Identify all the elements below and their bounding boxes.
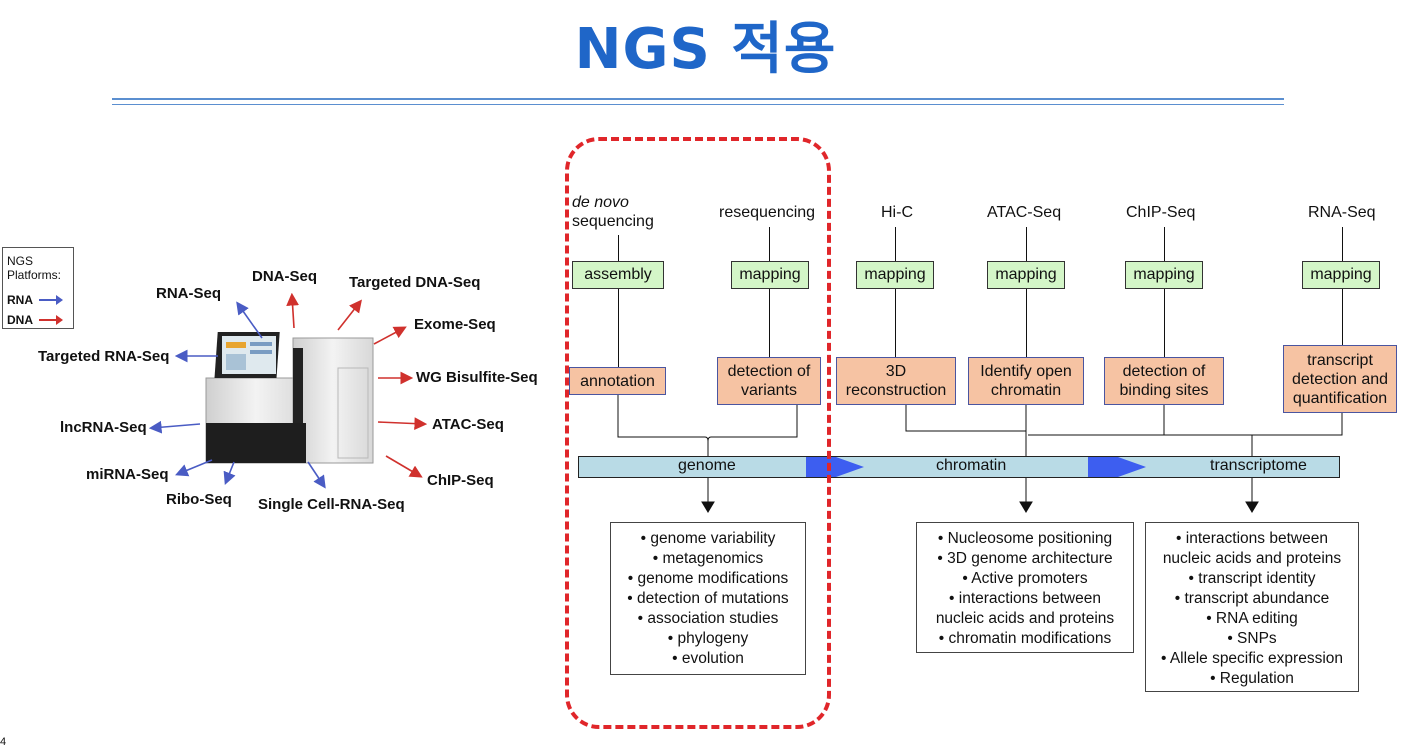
outcome-item: nucleic acids and proteins [935,610,1115,627]
genome-chromatin-transcriptome-bar [578,456,1340,478]
step-assembly: assembly [572,261,664,289]
outcome-item: • transcript abundance [1174,590,1330,607]
red-arrow-icon [39,315,63,325]
title-underline-thin [112,104,1284,105]
connector [769,227,770,261]
bar-arrow-icon [806,457,864,477]
page-number: 4 [0,736,7,748]
bar-label-genome: genome [678,457,736,474]
connector [1342,227,1343,261]
arrow-exome-seq [373,326,407,345]
arrow-targeted-dna-seq [337,299,362,331]
label-ribo-seq: Ribo-Seq [166,491,232,508]
outcome-item: • SNPs [1227,630,1277,647]
outcome-item: • Allele specific expression [1160,650,1344,667]
arrow-dna-seq [286,292,299,329]
header-resequencing: resequencing [719,204,816,221]
outcome-item: • chromatin modifications [938,630,1112,647]
header-denovo-italic: de novo [572,194,629,211]
step-mapping-hic: mapping [856,261,934,289]
arrow-atac-seq [377,417,428,430]
outcome-item: • RNA editing [1206,610,1298,627]
outcome-item: • transcript identity [1188,570,1316,587]
connector [618,235,619,261]
header-atac-seq: ATAC-Seq [987,204,1062,221]
label-exome-seq: Exome-Seq [414,316,496,333]
arrow-lncrna-seq [148,420,201,434]
step-mapping-atac: mapping [987,261,1065,289]
connector [618,289,619,367]
arrow-ribo-seq [223,461,236,485]
arrow-single-cell [307,461,326,489]
outcome-item: • interactions between [949,590,1101,607]
legend-rna: RNA [7,290,69,310]
outcome-item: • Active promoters [962,570,1088,587]
outcome-item: • Regulation [1210,670,1294,687]
header-rna-seq: RNA-Seq [1308,204,1376,221]
outcome-item: • detection of mutations [627,590,789,607]
platform-legend: NGS Platforms: RNA DNA [2,247,74,329]
arrow-mirna-seq [175,459,213,477]
bar-arrow-icon [1088,457,1146,477]
legend-dna-label: DNA [7,313,33,327]
connector [1164,289,1165,357]
slide-title: NGS 적용 [574,17,837,82]
label-rna-seq: RNA-Seq [156,285,222,302]
step-mapping-reseq: mapping [731,261,809,289]
outcome-item: • Nucleosome positioning [937,530,1113,547]
outcome-item: • evolution [672,650,744,667]
outcome-item: • phylogeny [667,630,749,647]
outcome-item: nucleic acids and proteins [1162,550,1342,567]
header-denovo-rest: sequencing [572,213,654,230]
header-chip-seq: ChIP-Seq [1126,204,1196,221]
connector [1026,289,1027,357]
bar-label-transcriptome: transcriptome [1210,457,1307,474]
label-single-cell-rna-seq: Single Cell-RNA-Seq [258,496,405,513]
connector [895,289,896,357]
step-mapping-rna: mapping [1302,261,1380,289]
label-dna-seq: DNA-Seq [252,268,318,285]
label-atac-seq: ATAC-Seq [432,416,504,433]
outcome-item: • genome modifications [627,570,789,587]
outcome-item: • 3D genome architecture [937,550,1113,567]
connector [895,227,896,261]
legend-title: NGS Platforms: [7,254,62,282]
connector [1164,227,1165,261]
header-hic: Hi-C [881,204,913,221]
genome-highlight-frame [565,137,831,729]
outcomes-transcriptome: • interactions between nucleic acids and … [1145,522,1359,692]
label-chip-seq: ChIP-Seq [427,472,494,489]
application-arrows [148,292,428,489]
result-annotation: annotation [569,367,666,395]
label-lncrna-seq: lncRNA-Seq [60,419,147,436]
label-wg-bisulfite-seq: WG Bisulfite-Seq [416,369,538,386]
sequencer-machine-icon [205,332,374,464]
connector [1342,289,1343,345]
blue-arrow-icon [39,295,63,305]
arrow-rna-seq [236,301,263,339]
outcome-item: • genome variability [640,530,776,547]
label-targeted-dna-seq: Targeted DNA-Seq [349,274,481,291]
arrow-chip-seq [385,455,423,478]
title-underline [112,98,1284,100]
label-mirna-seq: miRNA-Seq [86,466,169,483]
bar-label-chromatin: chromatin [936,457,1007,474]
outcome-item: • interactions between [1176,530,1328,547]
legend-dna: DNA [7,310,69,330]
label-targeted-rna-seq: Targeted RNA-Seq [38,348,170,365]
step-mapping-chip: mapping [1125,261,1203,289]
header-denovo: de novo sequencing [572,193,654,231]
connector [1026,227,1027,261]
outcome-item: • metagenomics [652,550,764,567]
outcome-item: • association studies [637,610,779,627]
connector [769,289,770,357]
outcomes-genome: • genome variability • metagenomics • geno… [610,522,806,675]
legend-rna-label: RNA [7,293,33,307]
outcomes-chromatin: • Nucleosome positioning • 3D genome arch… [916,522,1134,653]
